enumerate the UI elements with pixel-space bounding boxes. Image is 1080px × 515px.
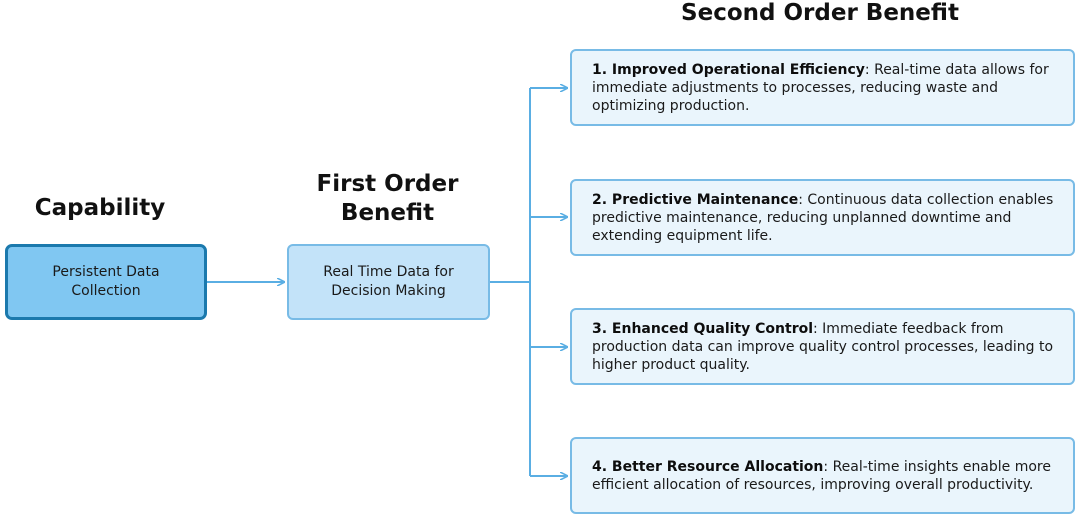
- first-order-heading: First Order Benefit: [316, 171, 459, 226]
- benefit-title: 4. Better Resource Allocation: [592, 459, 824, 475]
- first-order-node: Real Time Data for Decision Making: [287, 244, 490, 320]
- benefit-text: : Real-time insights enable more efficie…: [592, 459, 1051, 493]
- capability-heading: Capability: [34, 195, 166, 221]
- benefit-text: : Immediate feedback from production dat…: [592, 321, 1054, 373]
- benefit-card-2: 2. Predictive Maintenance: Continuous da…: [570, 179, 1075, 256]
- capability-node: Persistent Data Collection: [5, 244, 207, 320]
- second-order-heading: Second Order Benefit: [681, 0, 959, 26]
- benefit-card-3: 3. Enhanced Quality Control: Immediate f…: [570, 308, 1075, 385]
- benefit-card-4: 4. Better Resource Allocation: Real-time…: [570, 437, 1075, 514]
- benefit-card-1: 1. Improved Operational Efficiency: Real…: [570, 49, 1075, 126]
- benefit-title: 3. Enhanced Quality Control: [592, 321, 814, 337]
- benefit-text: : Continuous data collection enables pre…: [592, 192, 1054, 244]
- benefit-title: 1. Improved Operational Efficiency: [592, 62, 865, 78]
- capability-node-label: Persistent Data Collection: [52, 264, 160, 299]
- first-order-node-label: Real Time Data for Decision Making: [323, 264, 454, 299]
- benefit-title: 2. Predictive Maintenance: [592, 192, 799, 208]
- benefit-text: : Real-time data allows for immediate ad…: [592, 62, 1049, 114]
